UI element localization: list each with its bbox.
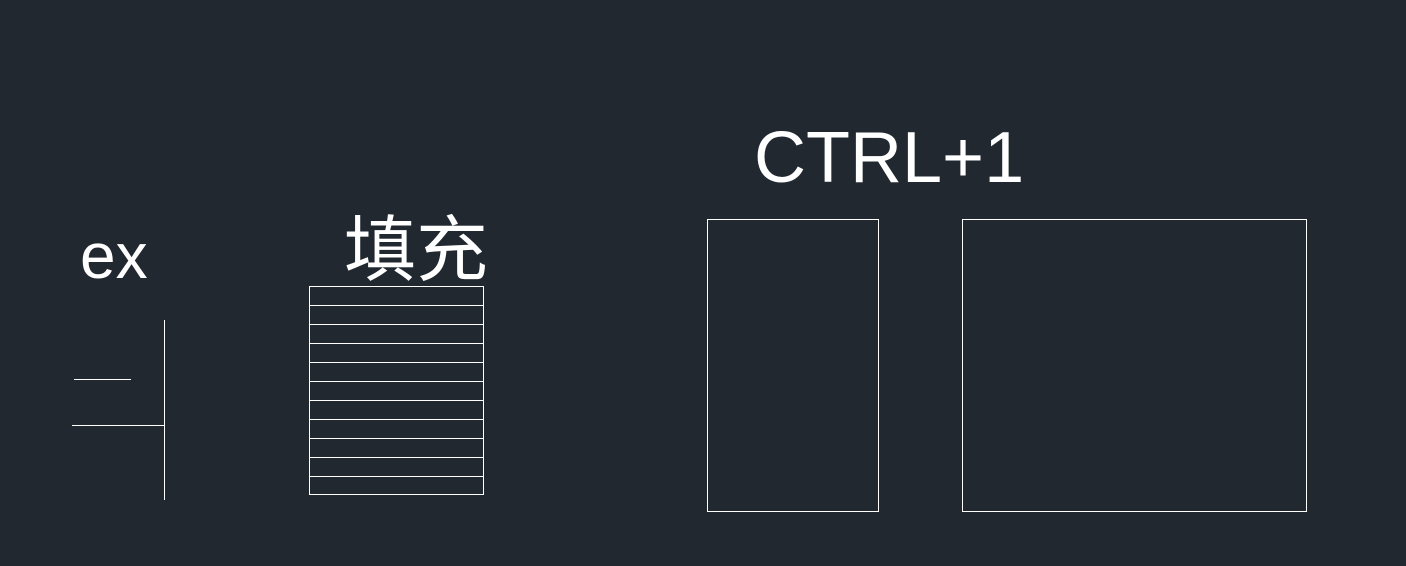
- shortcut-label[interactable]: CTRL+1: [754, 118, 1025, 198]
- hatch-boundary[interactable]: [309, 286, 484, 495]
- narrow-rectangle[interactable]: [707, 219, 879, 512]
- hatch-fill-rectangle[interactable]: [309, 286, 484, 495]
- fill-label[interactable]: 填充: [344, 208, 489, 292]
- wide-rectangle[interactable]: [962, 219, 1307, 512]
- explode-command-label[interactable]: ex: [80, 220, 148, 292]
